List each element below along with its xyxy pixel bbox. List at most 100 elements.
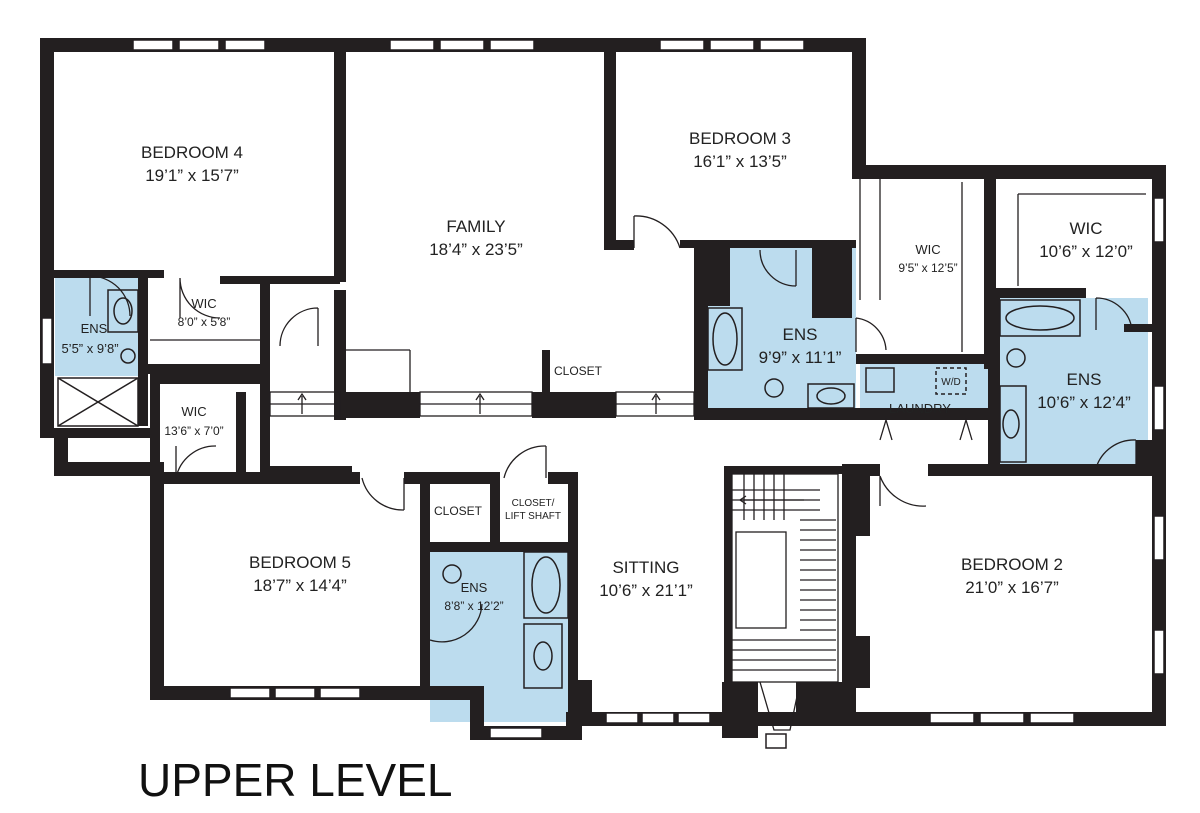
wall-ens3-left	[694, 240, 708, 416]
closet-lift-line-2: LIFT SHAFT	[505, 511, 561, 522]
bedroom-5-dims: 18’7” x 14’4”	[253, 576, 347, 595]
bedroom-2-dims: 21’0” x 16’7”	[965, 578, 1059, 597]
wall-ens5-block	[570, 680, 592, 724]
room-labels: BEDROOM 4 19’1” x 15’7” FAMILY 18’4” x 2…	[61, 129, 1133, 613]
window	[1153, 385, 1165, 431]
wall-b4-bottom	[54, 270, 164, 278]
window	[979, 712, 1025, 724]
wall-ens2-top	[996, 288, 1086, 298]
window	[1153, 197, 1165, 243]
wall-b4-family	[334, 52, 346, 282]
plan-title: UPPER LEVEL	[138, 754, 452, 806]
ens-b2-fill	[998, 298, 1148, 468]
family-dims: 18’4” x 23’5”	[429, 240, 523, 259]
ens-b2-dims: 10’6” x 12’4”	[1037, 393, 1131, 412]
wall-b3-right	[852, 38, 866, 178]
closet-hall-label: CLOSET	[434, 504, 483, 518]
wall-family-left-low	[334, 290, 346, 420]
bedroom-3-dims: 16’1” x 13’5”	[693, 152, 787, 171]
window	[641, 712, 675, 724]
vanity	[523, 623, 563, 689]
wall-hall-bottom-mid	[270, 466, 352, 478]
vanity	[807, 383, 855, 409]
window	[224, 39, 266, 51]
window	[389, 39, 435, 51]
wall-ens5-left-low	[470, 686, 484, 740]
window	[489, 39, 535, 51]
window	[1153, 515, 1165, 561]
bedroom-4-dims: 19’1” x 15’7”	[145, 166, 239, 185]
bedroom-2-name: BEDROOM 2	[961, 555, 1063, 574]
wall-stair-left	[724, 466, 732, 686]
wall-family-b3	[604, 52, 616, 247]
fixtures	[57, 179, 1146, 689]
tub	[523, 551, 569, 619]
wall-b2-top	[928, 464, 1152, 476]
wall-ens4-bottom	[40, 428, 150, 438]
wall-ens2-top-right	[1124, 324, 1154, 332]
ens-b4-fill	[55, 276, 140, 376]
wall-ens2-bottom-right	[1136, 440, 1154, 468]
ens-b5-dims: 8’8” x 12’2”	[444, 599, 503, 613]
window	[439, 39, 485, 51]
window	[489, 727, 543, 739]
wall-wic4-bottom	[140, 364, 270, 374]
ens-b3-dims: 9’9” x 11’1”	[759, 348, 842, 367]
bedroom-3-name: BEDROOM 3	[689, 129, 791, 148]
sink	[107, 289, 139, 333]
window	[709, 39, 755, 51]
wall-stair-top	[724, 466, 844, 474]
interior-walls	[54, 52, 1154, 738]
washer-dryer	[935, 367, 967, 395]
wall-right	[1152, 165, 1166, 725]
window	[178, 39, 220, 51]
wall-closet-right	[490, 472, 500, 548]
wic-b3-dims: 9’5” x 12’5”	[898, 261, 957, 275]
hall-railings	[269, 391, 695, 417]
wall-wic4-top	[220, 276, 340, 284]
wall-wic5-divider	[150, 384, 160, 484]
wall-wic5-top	[150, 374, 260, 384]
wall-b2-top-left	[842, 464, 880, 476]
window	[677, 712, 711, 724]
window	[659, 39, 705, 51]
wic-b2-name: WIC	[1069, 219, 1102, 238]
window	[41, 317, 53, 365]
toilet	[442, 564, 462, 584]
window	[929, 712, 975, 724]
wic-b4-dims: 8’0” x 5’8”	[178, 315, 231, 329]
window	[765, 733, 787, 749]
bedroom-4-name: BEDROOM 4	[141, 143, 243, 162]
sitting-dims: 10’6” x 21’1”	[599, 581, 693, 600]
window	[1029, 712, 1075, 724]
stair	[731, 473, 839, 731]
wall-ens4-right	[138, 276, 148, 426]
wic-b3-name: WIC	[915, 242, 940, 257]
wall-b2-left-block-2	[848, 636, 870, 688]
wall-b5-top-2	[404, 472, 492, 484]
toilet	[764, 378, 784, 398]
ens-b4-name: ENS	[81, 321, 108, 336]
wall-laundry-top	[856, 354, 996, 364]
wall-ens5-top	[420, 542, 578, 552]
closet-family-label: CLOSET	[554, 364, 603, 378]
wall-wic5-right-2	[236, 392, 246, 472]
wic-b5-name: WIC	[181, 404, 206, 419]
laundry-sink	[865, 367, 895, 393]
wall-b3-bottom-left	[604, 240, 634, 250]
wall-hall-top-right	[694, 408, 994, 420]
shower	[57, 377, 139, 427]
wall-stair-foot-2	[796, 682, 844, 722]
family-name: FAMILY	[446, 217, 505, 236]
doors	[89, 215, 1137, 643]
ens-b4-dims: 5’5” x 9’8”	[61, 341, 118, 356]
wall-top-right	[852, 165, 1166, 179]
ens-b3-name: ENS	[783, 325, 818, 344]
window	[319, 687, 361, 699]
wall-ens2-left	[988, 290, 1000, 468]
wall-wic5-bottom	[54, 462, 164, 476]
tub	[999, 299, 1081, 337]
window	[1153, 629, 1165, 675]
bedroom-5-name: BEDROOM 5	[249, 553, 351, 572]
